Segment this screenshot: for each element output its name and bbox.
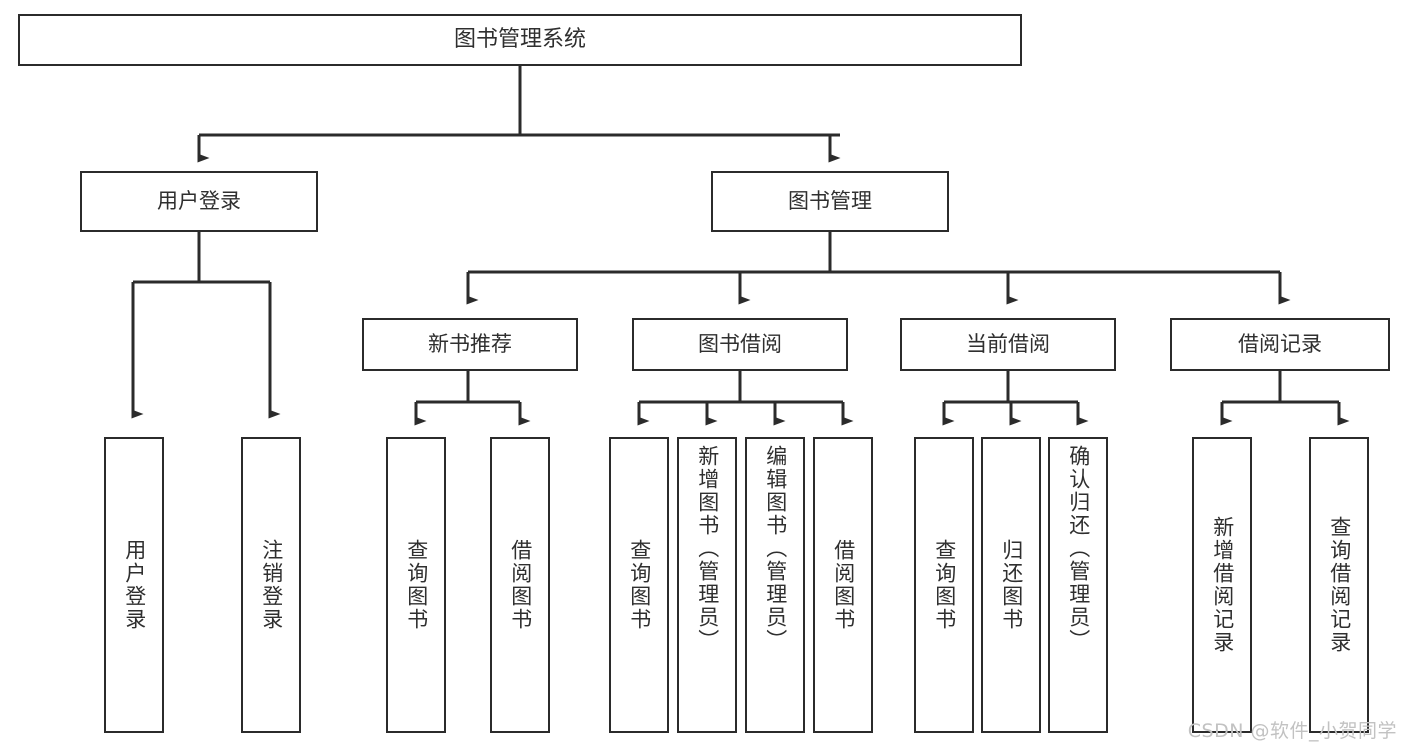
node-label: 用户登录 (157, 188, 241, 213)
leaf-add-borrow-record[interactable]: 新增借阅记录 (1192, 437, 1252, 733)
leaf-confirm-return-admin[interactable]: 确认归还（管理员） (1048, 437, 1108, 733)
leaf-query-book-new[interactable]: 查询图书 (386, 437, 446, 733)
node-label: 借阅记录 (1238, 331, 1322, 356)
node-label: 查询图书 (404, 539, 429, 631)
node-label: 图书借阅 (698, 331, 782, 356)
watermark: CSDN @软件_小贺同学 (1187, 720, 1397, 742)
leaf-borrow-book-borrow[interactable]: 借阅图书 (813, 437, 873, 733)
node-label: 归还图书 (999, 539, 1024, 631)
node-borrowing-record[interactable]: 借阅记录 (1170, 318, 1390, 371)
node-label: 注销登录 (259, 539, 284, 631)
leaf-add-book-admin[interactable]: 新增图书（管理员） (677, 437, 737, 733)
leaf-query-book-borrow[interactable]: 查询图书 (609, 437, 669, 733)
node-label: 查询借阅记录 (1327, 516, 1352, 654)
node-new-book-recommendation[interactable]: 新书推荐 (362, 318, 578, 371)
leaf-return-book[interactable]: 归还图书 (981, 437, 1041, 733)
node-label: 当前借阅 (966, 331, 1050, 356)
leaf-query-book-current[interactable]: 查询图书 (914, 437, 974, 733)
node-label: 用户登录 (122, 539, 147, 631)
node-user-login[interactable]: 用户登录 (80, 171, 318, 232)
node-label: 编辑图书（管理员） (763, 445, 788, 652)
node-label: 借阅图书 (508, 539, 533, 631)
node-label: 新增借阅记录 (1210, 516, 1235, 654)
node-label: 查询图书 (627, 539, 652, 631)
node-label: 查询图书 (932, 539, 957, 631)
node-book-borrowing[interactable]: 图书借阅 (632, 318, 848, 371)
leaf-query-borrow-record[interactable]: 查询借阅记录 (1309, 437, 1369, 733)
node-current-borrowing[interactable]: 当前借阅 (900, 318, 1116, 371)
node-label: 图书管理系统 (453, 26, 586, 52)
node-label: 确认归还（管理员） (1066, 445, 1091, 652)
leaf-logout[interactable]: 注销登录 (241, 437, 301, 733)
node-label: 借阅图书 (831, 539, 856, 631)
leaf-user-login[interactable]: 用户登录 (104, 437, 164, 733)
node-label: 新增图书（管理员） (695, 445, 720, 652)
node-label: 图书管理 (788, 188, 872, 213)
node-root-book-management-system[interactable]: 图书管理系统 (18, 14, 1022, 66)
node-label: 新书推荐 (428, 331, 512, 356)
leaf-edit-book-admin[interactable]: 编辑图书（管理员） (745, 437, 805, 733)
leaf-borrow-book-new[interactable]: 借阅图书 (490, 437, 550, 733)
node-book-management[interactable]: 图书管理 (711, 171, 949, 232)
